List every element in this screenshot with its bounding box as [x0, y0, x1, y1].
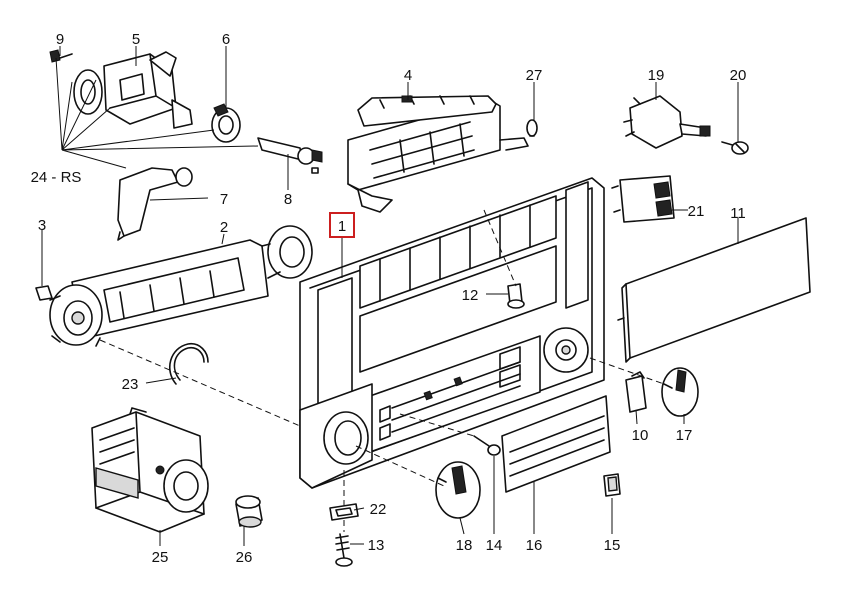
part-21-double-switch	[611, 175, 675, 223]
part-3-clip	[35, 285, 53, 301]
part-10-switch	[625, 371, 647, 413]
callout-11: 11	[730, 205, 746, 222]
part-18-knob	[435, 461, 481, 519]
part-25-blower	[91, 407, 209, 533]
callout-4: 4	[404, 67, 412, 84]
callout-23: 23	[122, 376, 139, 393]
callout-8: 8	[284, 191, 292, 208]
callout-18: 18	[456, 537, 473, 554]
callout-22: 22	[370, 501, 387, 518]
callout-26: 26	[236, 549, 253, 566]
callout-3: 3	[38, 217, 46, 234]
callout-20: 20	[730, 67, 747, 84]
part-14-screw	[473, 435, 501, 456]
part-1-panel	[299, 177, 605, 489]
callout-1: 1	[338, 218, 346, 235]
part-19-rotary-switch	[623, 95, 711, 149]
part-27-bulb	[526, 119, 538, 137]
callout-14: 14	[486, 537, 503, 554]
part-8-bulb-socket	[257, 137, 323, 174]
part-20-screw	[721, 141, 749, 155]
part-13-bolt	[335, 533, 353, 567]
part-11-cover	[617, 217, 811, 363]
callout-labels: 1 2 3 4 5 6 7 8 9 10 11 12 13 14 15 16 1…	[31, 31, 747, 566]
callout-27: 27	[526, 67, 543, 84]
callout-25: 25	[152, 549, 169, 566]
callout-1-highlight	[329, 212, 355, 238]
callout-7: 7	[220, 191, 228, 208]
part-9-screw	[49, 49, 73, 63]
leader-lines	[41, 46, 739, 546]
part-23-ring	[168, 342, 209, 385]
callout-13: 13	[368, 537, 385, 554]
part-15-cap	[603, 473, 621, 497]
part-2-strip	[49, 225, 313, 347]
part-5-switch-housing	[73, 51, 193, 129]
callout-9: 9	[56, 31, 64, 48]
part-26-bushing	[235, 495, 263, 528]
part-16-slider-plate	[501, 395, 611, 493]
callout-16: 16	[526, 537, 543, 554]
callout-17: 17	[676, 427, 693, 444]
callout-5: 5	[132, 31, 140, 48]
part-22-clip	[329, 503, 359, 521]
callout-19: 19	[648, 67, 665, 84]
callout-15: 15	[604, 537, 621, 554]
part-4-control-unit	[347, 95, 529, 213]
callout-24: 24 - RS	[31, 169, 82, 186]
callout-6: 6	[222, 31, 230, 48]
callout-2: 2	[220, 219, 228, 236]
part-7-lever	[117, 167, 193, 241]
callout-12: 12	[462, 287, 479, 304]
part-12-screw	[507, 283, 525, 309]
callout-21: 21	[688, 203, 705, 220]
part-6-ring	[211, 103, 241, 143]
callout-10: 10	[632, 427, 649, 444]
part-17-knob	[661, 367, 699, 417]
